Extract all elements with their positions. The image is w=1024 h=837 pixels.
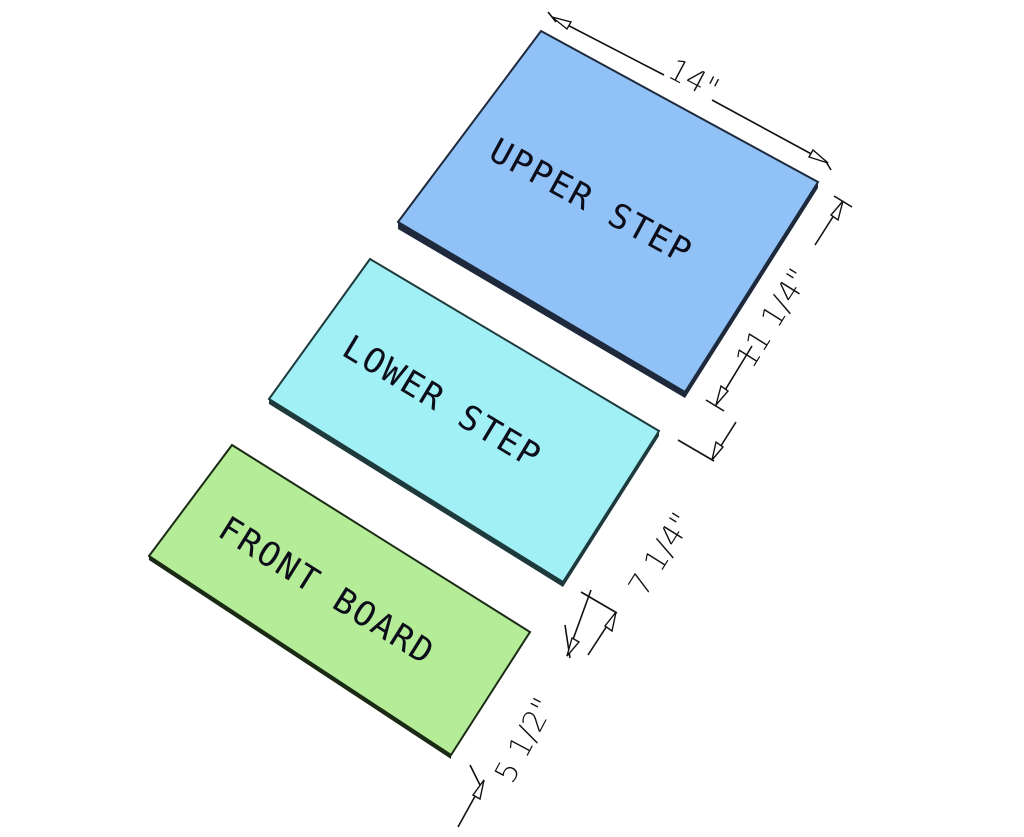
upper-step-face bbox=[396, 29, 820, 394]
lower-step-face bbox=[267, 257, 661, 584]
front-board-face bbox=[147, 443, 532, 757]
front-width-label: 5 1/2" bbox=[488, 692, 561, 789]
lower-step-board: LOWER STEP bbox=[267, 257, 661, 587]
lower-width-label: 7 1/4" bbox=[622, 507, 700, 602]
upper-length-label: 14" bbox=[662, 52, 724, 107]
upper-step-board: UPPER STEP bbox=[396, 29, 820, 398]
front-board: FRONT BOARD bbox=[147, 443, 532, 759]
